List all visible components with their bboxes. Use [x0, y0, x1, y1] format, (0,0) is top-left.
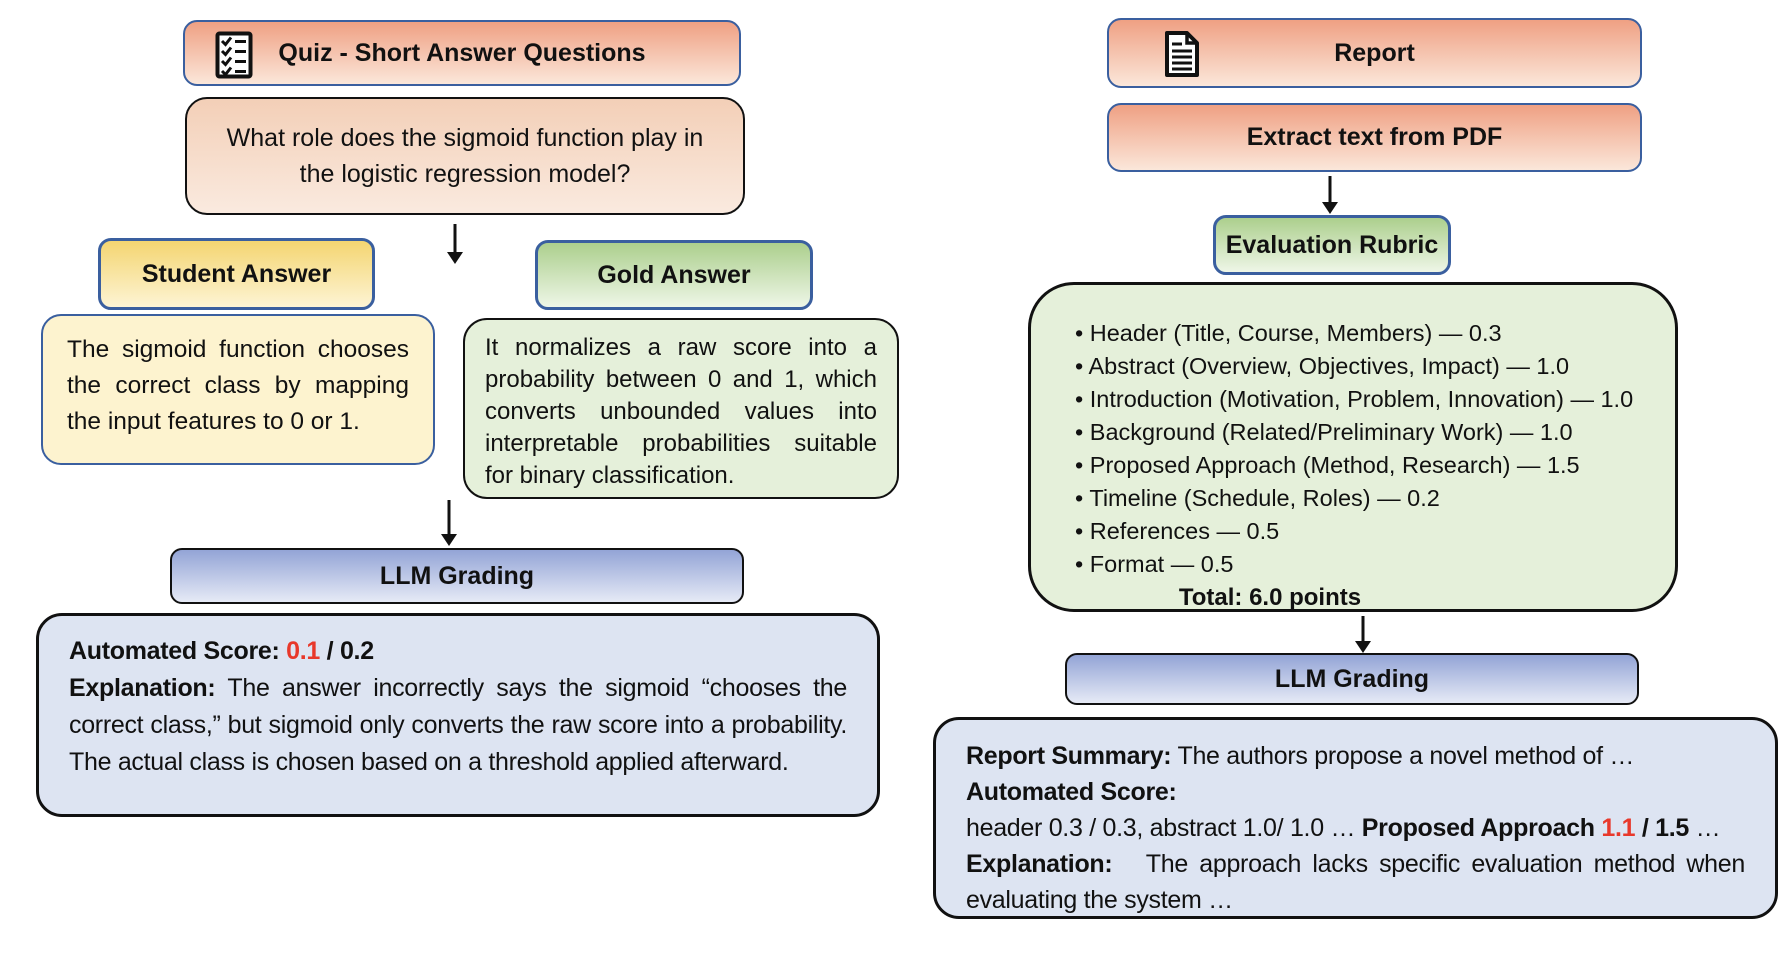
quiz-score-value: 0.1: [286, 637, 321, 665]
rubric-total: Total: 6.0 points: [1178, 584, 1362, 611]
llm-grading-report-box: LLM Grading: [1065, 653, 1639, 705]
quiz-header-title: Quiz - Short Answer Questions: [278, 38, 646, 67]
report-score-category: Proposed Approach: [1361, 814, 1602, 842]
quiz-header-box: Quiz - Short Answer Questions: [183, 20, 741, 86]
quiz-explanation: Explanation: The answer incorrectly says…: [69, 670, 847, 781]
question-text: What role does the sigmoid function play…: [226, 124, 704, 188]
rubric-item: Format — 0.5: [1075, 548, 1635, 581]
document-icon: [1164, 30, 1200, 85]
report-summary-line: Report Summary: The authors propose a no…: [966, 738, 1745, 774]
report-score-value: 1.1: [1601, 814, 1636, 842]
student-answer-text: The sigmoid function chooses the correct…: [67, 336, 409, 435]
checklist-icon: [215, 31, 253, 86]
rubric-item: Timeline (Schedule, Roles) — 0.2: [1075, 482, 1635, 515]
llm-grading-quiz-box: LLM Grading: [170, 548, 744, 604]
rubric-item: References — 0.5: [1075, 515, 1635, 548]
student-answer-label: Student Answer: [98, 238, 375, 310]
rubric-item: Header (Title, Course, Members) — 0.3: [1075, 317, 1635, 350]
quiz-score-line: Automated Score: 0.1 / 0.2: [69, 633, 847, 670]
gold-answer-text: It normalizes a raw score into a probabi…: [485, 334, 877, 489]
quiz-explanation-text: The answer incorrectly says the sigmoid …: [69, 674, 847, 776]
quiz-result-box: Automated Score: 0.1 / 0.2 Explanation: …: [36, 613, 880, 817]
gold-answer-label: Gold Answer: [535, 240, 813, 310]
report-score-label: Automated Score:: [966, 778, 1177, 806]
gold-answer-box: It normalizes a raw score into a probabi…: [463, 318, 899, 499]
arrow-question-to-answers-icon: [446, 224, 464, 264]
quiz-score-suffix: / 0.2: [320, 637, 374, 665]
report-score-label-line: Automated Score:: [966, 774, 1745, 810]
rubric-item: Background (Related/Preliminary Work) — …: [1075, 416, 1635, 449]
evaluation-rubric-label-text: Evaluation Rubric: [1225, 230, 1439, 259]
report-header-box: Report: [1107, 18, 1642, 88]
report-result-box: Report Summary: The authors propose a no…: [933, 717, 1778, 919]
report-score-line: header 0.3 / 0.3, abstract 1.0/ 1.0 … Pr…: [966, 810, 1745, 846]
rubric-item-list: Header (Title, Course, Members) — 0.3 Ab…: [1075, 317, 1635, 581]
arrow-answers-to-llm-icon: [440, 500, 458, 546]
report-explanation-text: The approach lacks specific evaluation m…: [966, 850, 1745, 914]
question-box: What role does the sigmoid function play…: [185, 97, 745, 215]
student-answer-label-text: Student Answer: [141, 259, 332, 288]
llm-grading-report-label: LLM Grading: [1274, 664, 1430, 693]
quiz-explanation-label: Explanation:: [69, 674, 216, 702]
gold-answer-label-text: Gold Answer: [597, 260, 751, 289]
arrow-rubric-to-llm-icon: [1354, 616, 1372, 653]
extract-text-box: Extract text from PDF: [1107, 103, 1642, 172]
rubric-item: Proposed Approach (Method, Research) — 1…: [1075, 449, 1635, 482]
rubric-item: Introduction (Motivation, Problem, Innov…: [1075, 383, 1635, 416]
report-explanation-label: Explanation:: [966, 850, 1113, 878]
report-header-title: Report: [1334, 38, 1415, 67]
report-score-prefix: header 0.3 / 0.3, abstract 1.0/ 1.0 …: [966, 814, 1362, 842]
report-summary-text: The authors propose a novel method of …: [1171, 742, 1635, 770]
evaluation-rubric-box: Header (Title, Course, Members) — 0.3 Ab…: [1028, 282, 1678, 612]
report-summary-label: Report Summary:: [966, 742, 1172, 770]
llm-grading-quiz-label: LLM Grading: [379, 561, 535, 590]
quiz-score-label: Automated Score:: [69, 637, 287, 665]
extract-text-label: Extract text from PDF: [1246, 123, 1503, 151]
rubric-item: Abstract (Overview, Objectives, Impact) …: [1075, 350, 1635, 383]
arrow-extract-to-rubric-icon: [1321, 176, 1339, 214]
report-score-max: / 1.5: [1635, 814, 1689, 842]
evaluation-rubric-label: Evaluation Rubric: [1213, 215, 1451, 275]
report-explanation: Explanation: The approach lacks specific…: [966, 846, 1745, 918]
student-answer-box: The sigmoid function chooses the correct…: [41, 314, 435, 465]
report-score-suffix: …: [1689, 814, 1721, 842]
